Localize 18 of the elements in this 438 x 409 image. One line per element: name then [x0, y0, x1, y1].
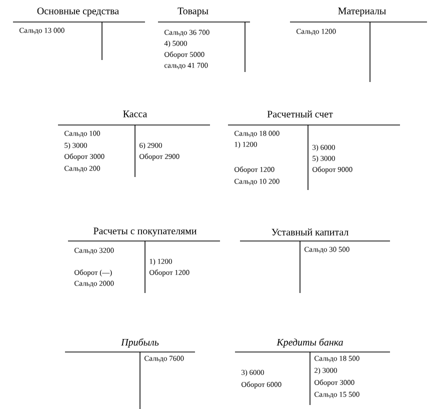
account-title: Расчеты с покупателями: [94, 228, 197, 236]
t-account: [240, 228, 390, 294]
account-title: Прибыль: [121, 338, 159, 348]
account-title: Расчетный счет: [267, 110, 333, 118]
account-title: Основные средства: [37, 8, 119, 16]
t-account: [290, 8, 428, 82]
t-account: [158, 8, 250, 72]
t-account: [68, 228, 220, 294]
account-title: Материалы: [338, 8, 386, 16]
t-account: [228, 110, 400, 190]
account-title: Кредиты банка: [276, 338, 343, 348]
account-title: Касса: [123, 110, 148, 118]
account-title: Товары: [178, 8, 208, 16]
t-account: [12, 8, 146, 60]
account-title: Уставный капитал: [272, 228, 348, 236]
t-account: [58, 110, 210, 178]
t-account: [234, 338, 390, 406]
t-account: [64, 338, 196, 409]
